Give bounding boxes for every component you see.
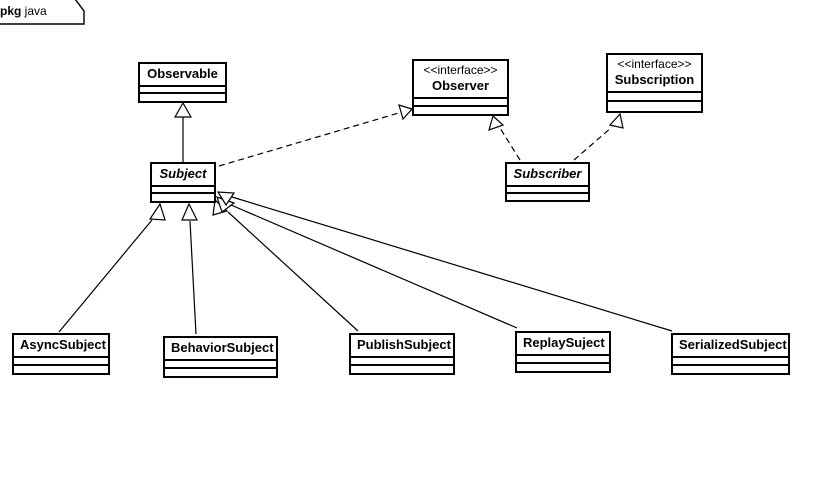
class-box-subject[interactable]: Subject xyxy=(150,162,216,203)
class-name-observable: Observable xyxy=(147,66,218,81)
class-name-subject: Subject xyxy=(159,166,207,181)
edge-behaviorsubject-extends-subject xyxy=(181,202,198,335)
class-title-observer: <<interface>> Observer xyxy=(414,61,507,99)
class-attributes-subscriber xyxy=(507,187,588,194)
class-box-behaviorsubject[interactable]: BehaviorSubject xyxy=(163,336,278,378)
class-attributes-replaysuject xyxy=(517,356,609,364)
class-title-subject: Subject xyxy=(152,164,214,187)
class-box-serializedsubject[interactable]: SerializedSubject xyxy=(671,333,790,375)
class-name-subscriber: Subscriber xyxy=(513,166,582,181)
edge-subscriber-implements-subscription xyxy=(573,112,624,161)
edge-subject-extends-observable xyxy=(173,101,193,162)
class-name-behaviorsubject: BehaviorSubject xyxy=(171,340,274,355)
class-stereotype-subscription: <<interface>> xyxy=(617,57,692,71)
class-operations-observer xyxy=(414,107,507,114)
package-tab-shape xyxy=(0,0,85,25)
class-title-replaysuject: ReplaySuject xyxy=(517,333,609,356)
class-title-serializedsubject: SerializedSubject xyxy=(673,335,788,358)
package-keyword: pkg xyxy=(0,4,22,18)
edge-publishsubject-extends-subject xyxy=(212,198,359,332)
class-box-subscription[interactable]: <<interface>> Subscription xyxy=(606,53,703,113)
edge-replaysuject-extends-subject xyxy=(216,196,518,329)
class-operations-behaviorsubject xyxy=(165,369,276,376)
class-box-observable[interactable]: Observable xyxy=(138,62,227,103)
package-name: java xyxy=(21,4,47,18)
class-name-serializedsubject: SerializedSubject xyxy=(679,337,787,352)
class-stereotype-observer: <<interface>> xyxy=(423,63,498,77)
class-title-asyncsubject: AsyncSubject xyxy=(14,335,108,358)
class-operations-publishsubject xyxy=(351,366,453,373)
class-name-publishsubject: PublishSubject xyxy=(357,337,451,352)
class-box-replaysuject[interactable]: ReplaySuject xyxy=(515,331,611,373)
edge-subscriber-implements-observer xyxy=(488,114,521,161)
package-label: pkg java xyxy=(0,3,47,19)
class-attributes-asyncsubject xyxy=(14,358,108,366)
class-name-observer: Observer xyxy=(431,78,490,93)
class-operations-asyncsubject xyxy=(14,366,108,373)
class-box-observer[interactable]: <<interface>> Observer xyxy=(412,59,509,116)
class-operations-replaysuject xyxy=(517,364,609,371)
class-attributes-subscription xyxy=(608,93,701,103)
class-attributes-behaviorsubject xyxy=(165,361,276,369)
class-operations-subscription xyxy=(608,102,701,111)
class-name-replaysuject: ReplaySuject xyxy=(523,335,605,350)
class-operations-serializedsubject xyxy=(673,366,788,373)
class-title-publishsubject: PublishSubject xyxy=(351,335,453,358)
class-title-behaviorsubject: BehaviorSubject xyxy=(165,338,276,361)
class-attributes-subject xyxy=(152,187,214,195)
class-title-observable: Observable xyxy=(140,64,225,87)
class-attributes-serializedsubject xyxy=(673,358,788,366)
class-operations-subscriber xyxy=(507,194,588,200)
class-title-subscription: <<interface>> Subscription xyxy=(608,55,701,93)
class-operations-observable xyxy=(140,94,225,101)
class-box-publishsubject[interactable]: PublishSubject xyxy=(349,333,455,375)
class-title-subscriber: Subscriber xyxy=(507,164,588,187)
package-frame-tab: pkg java xyxy=(0,0,85,25)
class-attributes-observer xyxy=(414,99,507,107)
class-name-asyncsubject: AsyncSubject xyxy=(20,337,106,352)
class-name-subscription: Subscription xyxy=(614,72,695,87)
class-box-asyncsubject[interactable]: AsyncSubject xyxy=(12,333,110,375)
class-box-subscriber[interactable]: Subscriber xyxy=(505,162,590,202)
edge-serializedsubject-extends-subject xyxy=(216,191,673,332)
edge-subject-implements-observer xyxy=(218,104,414,167)
edge-asyncsubject-extends-subject xyxy=(58,202,166,333)
class-operations-subject xyxy=(152,194,214,201)
class-attributes-publishsubject xyxy=(351,358,453,366)
class-attributes-observable xyxy=(140,87,225,95)
